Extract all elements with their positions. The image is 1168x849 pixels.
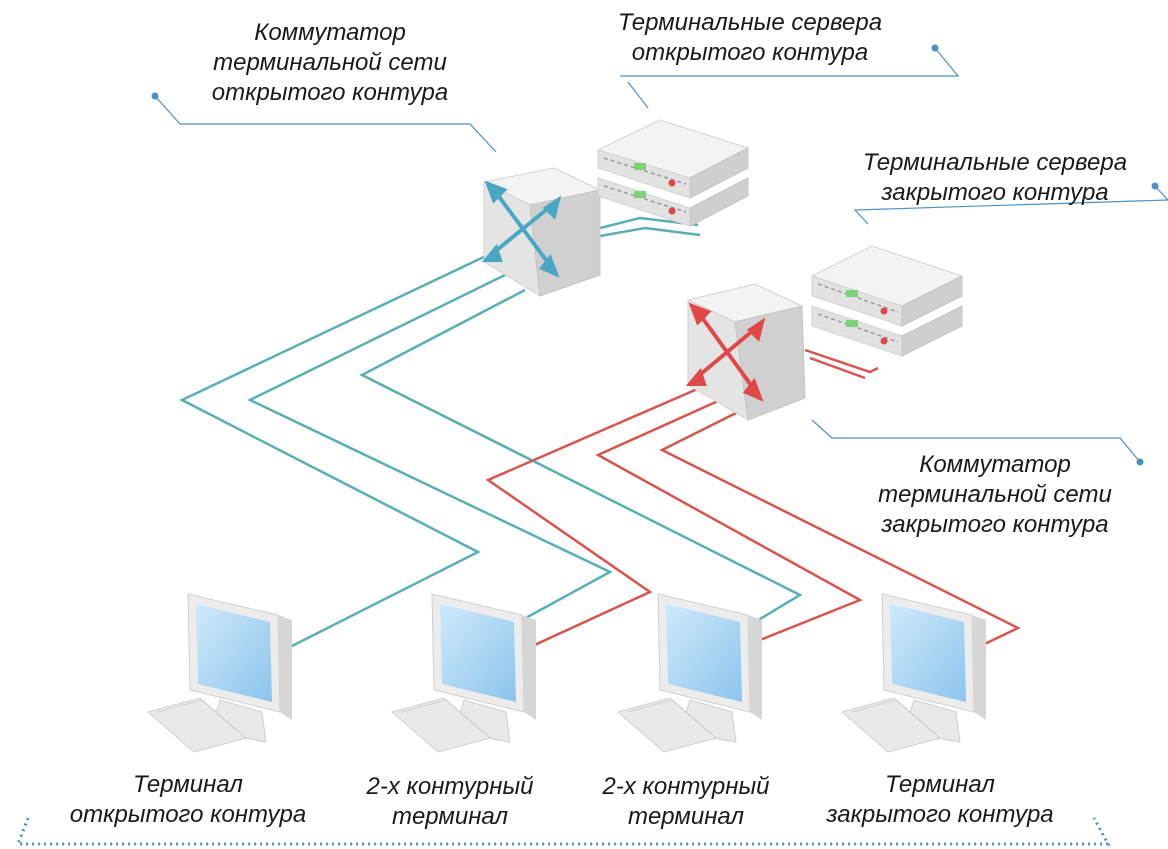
monitor-icon bbox=[431, 593, 536, 743]
open-network-cables bbox=[179, 216, 803, 650]
monitor-icon bbox=[881, 593, 986, 743]
label-terminal-dual-2: 2-х контурный терминал bbox=[602, 773, 770, 830]
callout-open-switch bbox=[154, 95, 497, 153]
label-closed-switch: Коммутатор терминальной сети закрытого к… bbox=[878, 451, 1112, 538]
open-switch-device bbox=[481, 167, 602, 297]
callout-closed-switch bbox=[811, 419, 1141, 463]
keyboard-icon bbox=[840, 697, 942, 753]
keyboard-icon bbox=[390, 697, 492, 753]
network-switch-icon bbox=[685, 302, 766, 402]
callout-lines bbox=[154, 47, 1168, 463]
label-closed-servers: Терминальные сервера закрытого контура bbox=[862, 149, 1128, 206]
terminal-closed bbox=[840, 593, 986, 753]
label-terminal-closed: Терминал закрытого контура bbox=[826, 771, 1054, 828]
terminal-dual-2 bbox=[616, 593, 762, 753]
callout-open-servers bbox=[620, 47, 960, 77]
keyboard-icon bbox=[146, 697, 248, 753]
open-servers-device bbox=[596, 119, 750, 227]
callout-dots bbox=[151, 44, 1159, 466]
label-terminal-open: Терминал открытого контура bbox=[69, 771, 307, 828]
server-rack-icon bbox=[810, 245, 964, 357]
callout-closed-servers bbox=[853, 185, 1168, 225]
closed-network-cables bbox=[485, 348, 1021, 652]
network-switch-icon bbox=[481, 180, 562, 278]
label-open-servers: Терминальные сервера открытого контура bbox=[617, 9, 883, 66]
terminals-bracket bbox=[15, 817, 1111, 846]
server-rack-icon bbox=[596, 119, 750, 227]
label-terminal-dual-1: 2-х контурный терминал bbox=[366, 773, 534, 830]
terminal-dual-1 bbox=[390, 593, 536, 753]
label-open-switch: Коммутатор терминальной сети открытого к… bbox=[211, 19, 449, 106]
closed-switch-device bbox=[685, 283, 806, 421]
keyboard-icon bbox=[616, 697, 718, 753]
closed-servers-device bbox=[810, 245, 964, 357]
callout-open-servers-stub bbox=[627, 81, 649, 109]
terminal-open bbox=[146, 593, 292, 753]
